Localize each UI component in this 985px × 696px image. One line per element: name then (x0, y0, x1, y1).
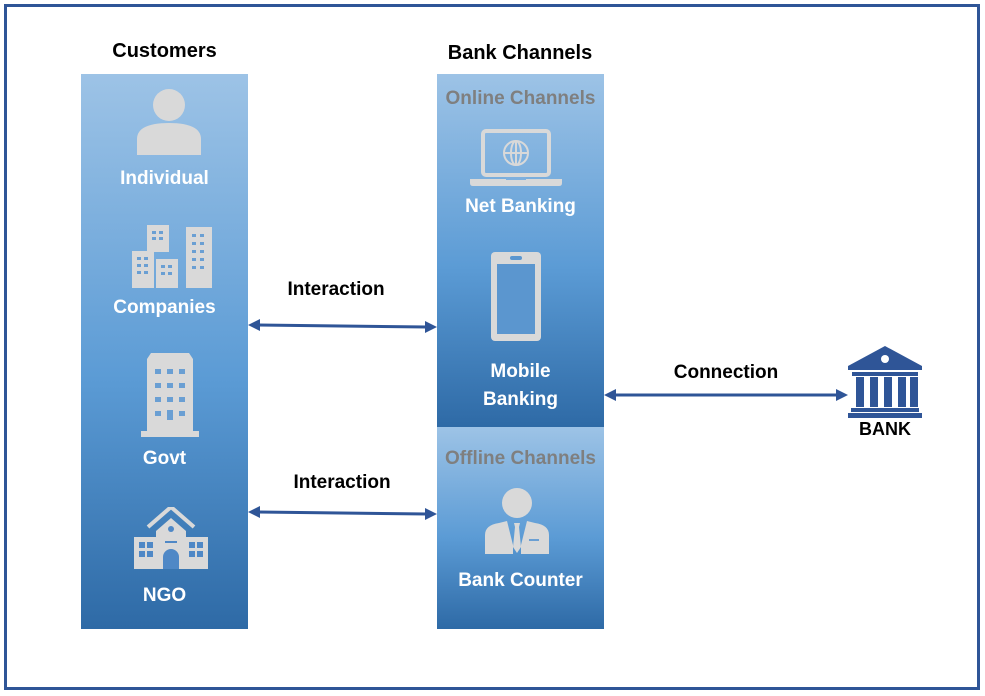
bank-label: BANK (859, 419, 911, 439)
connection-arrow (604, 389, 848, 401)
bank-channels-title: Bank Channels (447, 42, 593, 64)
office-building-icon (141, 353, 199, 437)
person-icon (137, 89, 201, 155)
interaction-online-label: Interaction (287, 279, 385, 300)
bank-building-icon (848, 346, 922, 418)
net-banking-label: Net Banking (465, 196, 576, 217)
interaction-offline-arrow (248, 506, 437, 520)
customer-ngo-label: NGO (142, 585, 187, 606)
bank-counter-label: Bank Counter (458, 570, 583, 591)
online-channels-title: Online Channels (445, 88, 596, 109)
offline-channels-title: Offline Channels (445, 448, 596, 469)
laptop-globe-icon (470, 129, 562, 186)
customer-govt-label: Govt (142, 448, 187, 469)
customers-title: Customers (112, 40, 217, 62)
interaction-online-arrow (248, 319, 437, 333)
customers-panel: Individual Companies (81, 74, 248, 629)
bank-officer-icon (485, 488, 549, 554)
school-building-icon (134, 507, 208, 569)
customer-companies-label: Companies (113, 297, 216, 318)
interaction-offline-label: Interaction (293, 472, 391, 493)
buildings-icon (132, 225, 212, 288)
customer-individual-label: Individual (120, 168, 209, 189)
connection-label: Connection (673, 362, 779, 383)
offline-channels-panel: Offline Channels Bank Counter (437, 427, 604, 629)
diagram-frame (4, 4, 980, 690)
smartphone-icon (491, 252, 541, 341)
